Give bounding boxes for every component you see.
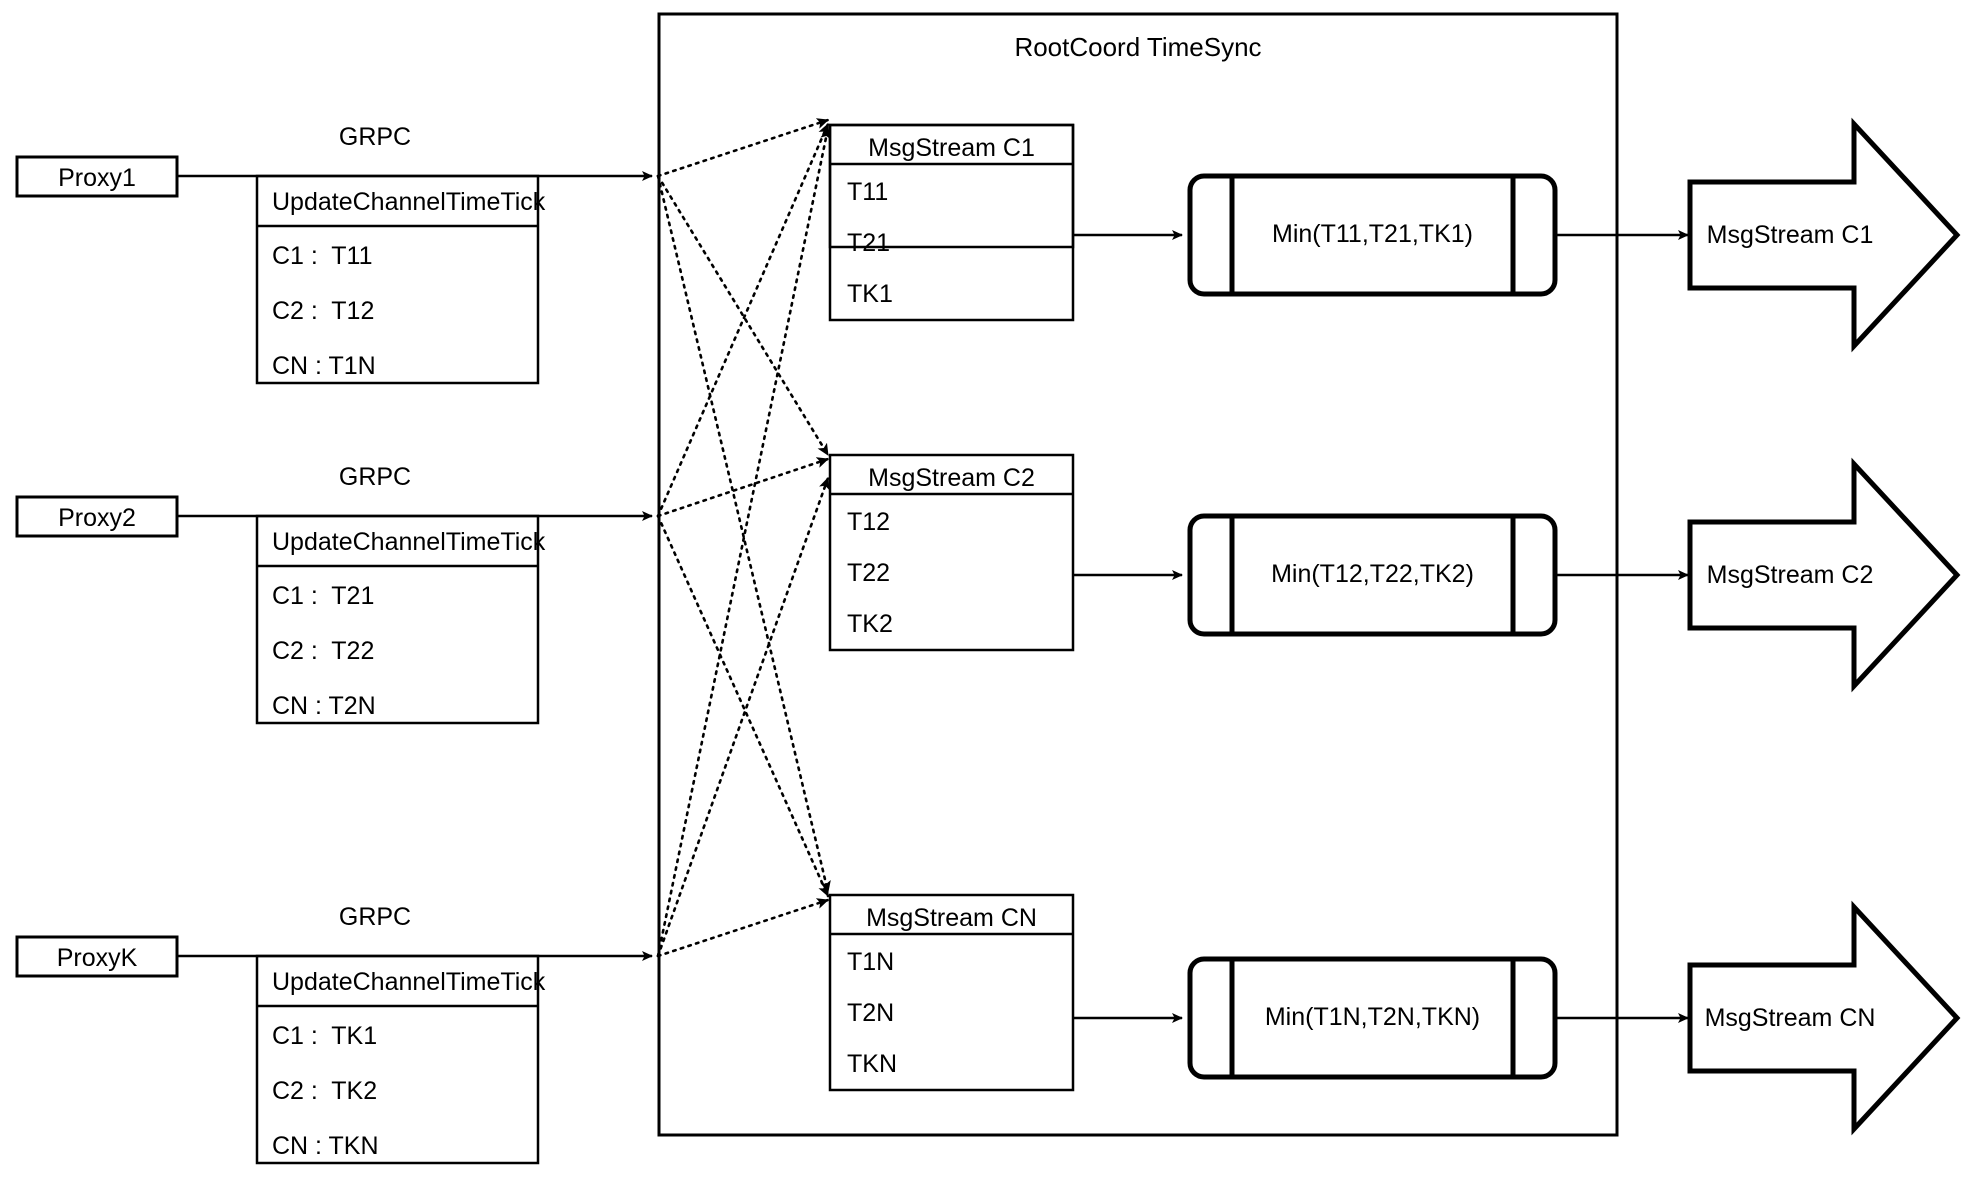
request-item-1-2: CN : T1N bbox=[272, 352, 376, 380]
msgstream-title-1: MsgStream C1 bbox=[868, 134, 1035, 162]
fanout-pk-c2 bbox=[656, 476, 830, 958]
min-label-3: Min(T1N,T2N,TKN) bbox=[1264, 1003, 1481, 1031]
msgstream-item-2-0: T12 bbox=[847, 508, 891, 536]
grpc-label-1: GRPC bbox=[338, 123, 412, 151]
grpc-label-2: GRPC bbox=[338, 463, 412, 491]
proxy-label-1: Proxy1 bbox=[58, 164, 136, 192]
proxy-label-3: ProxyK bbox=[56, 944, 138, 972]
rootcoord-title: RootCoord TimeSync bbox=[1014, 32, 1262, 62]
msgstream-item-2-2: TK2 bbox=[847, 610, 893, 638]
msgstream-item-1-0: T11 bbox=[847, 178, 889, 206]
fanout-p2-c2 bbox=[656, 457, 830, 518]
msgstream-item-1-1: T21 bbox=[847, 229, 891, 257]
msgstream-item-2-1: T22 bbox=[847, 559, 891, 587]
output-label-2: MsgStream C2 bbox=[1706, 561, 1874, 589]
fanout-p2-c1 bbox=[656, 122, 830, 518]
output-label-1: MsgStream C1 bbox=[1706, 221, 1874, 249]
timetick-fanout-connectors bbox=[656, 118, 832, 958]
msgstream-item-3-1: T2N bbox=[847, 999, 895, 1027]
grpc-label-3: GRPC bbox=[338, 903, 412, 931]
msgstream-item-3-0: T1N bbox=[847, 948, 895, 976]
msgstream-item-3-2: TKN bbox=[847, 1050, 897, 1078]
fanout-p2-cn bbox=[656, 514, 830, 898]
fanout-p1-c1 bbox=[656, 118, 830, 178]
fanout-p1-c2 bbox=[656, 174, 830, 457]
msgstream-title-2: MsgStream C2 bbox=[868, 464, 1035, 492]
fanout-p1-cn bbox=[656, 174, 831, 894]
msgstream-title-3: MsgStream CN bbox=[866, 904, 1037, 932]
request-item-1-1: C2 : T12 bbox=[272, 297, 375, 325]
msgstream-item-1-2: TK1 bbox=[847, 280, 893, 308]
fanout-pk-c1 bbox=[656, 126, 832, 958]
request-item-3-1: C2 : TK2 bbox=[272, 1077, 378, 1105]
request-item-2-2: CN : T2N bbox=[272, 692, 376, 720]
fanout-pk-cn bbox=[656, 898, 830, 958]
request-item-1-0: C1 : T11 bbox=[272, 242, 373, 270]
min-label-2: Min(T12,T22,TK2) bbox=[1271, 560, 1474, 588]
request-title-2: UpdateChannelTimeTick bbox=[272, 528, 546, 556]
min-label-1: Min(T11,T21,TK1) bbox=[1272, 220, 1473, 248]
request-title-1: UpdateChannelTimeTick bbox=[272, 188, 546, 216]
request-title-3: UpdateChannelTimeTick bbox=[272, 968, 546, 996]
request-item-2-0: C1 : T21 bbox=[272, 582, 375, 610]
request-item-3-2: CN : TKN bbox=[272, 1132, 379, 1160]
request-item-2-1: C2 : T22 bbox=[272, 637, 375, 665]
request-item-3-0: C1 : TK1 bbox=[272, 1022, 378, 1050]
output-label-3: MsgStream CN bbox=[1704, 1004, 1876, 1032]
proxy-label-2: Proxy2 bbox=[58, 504, 136, 532]
